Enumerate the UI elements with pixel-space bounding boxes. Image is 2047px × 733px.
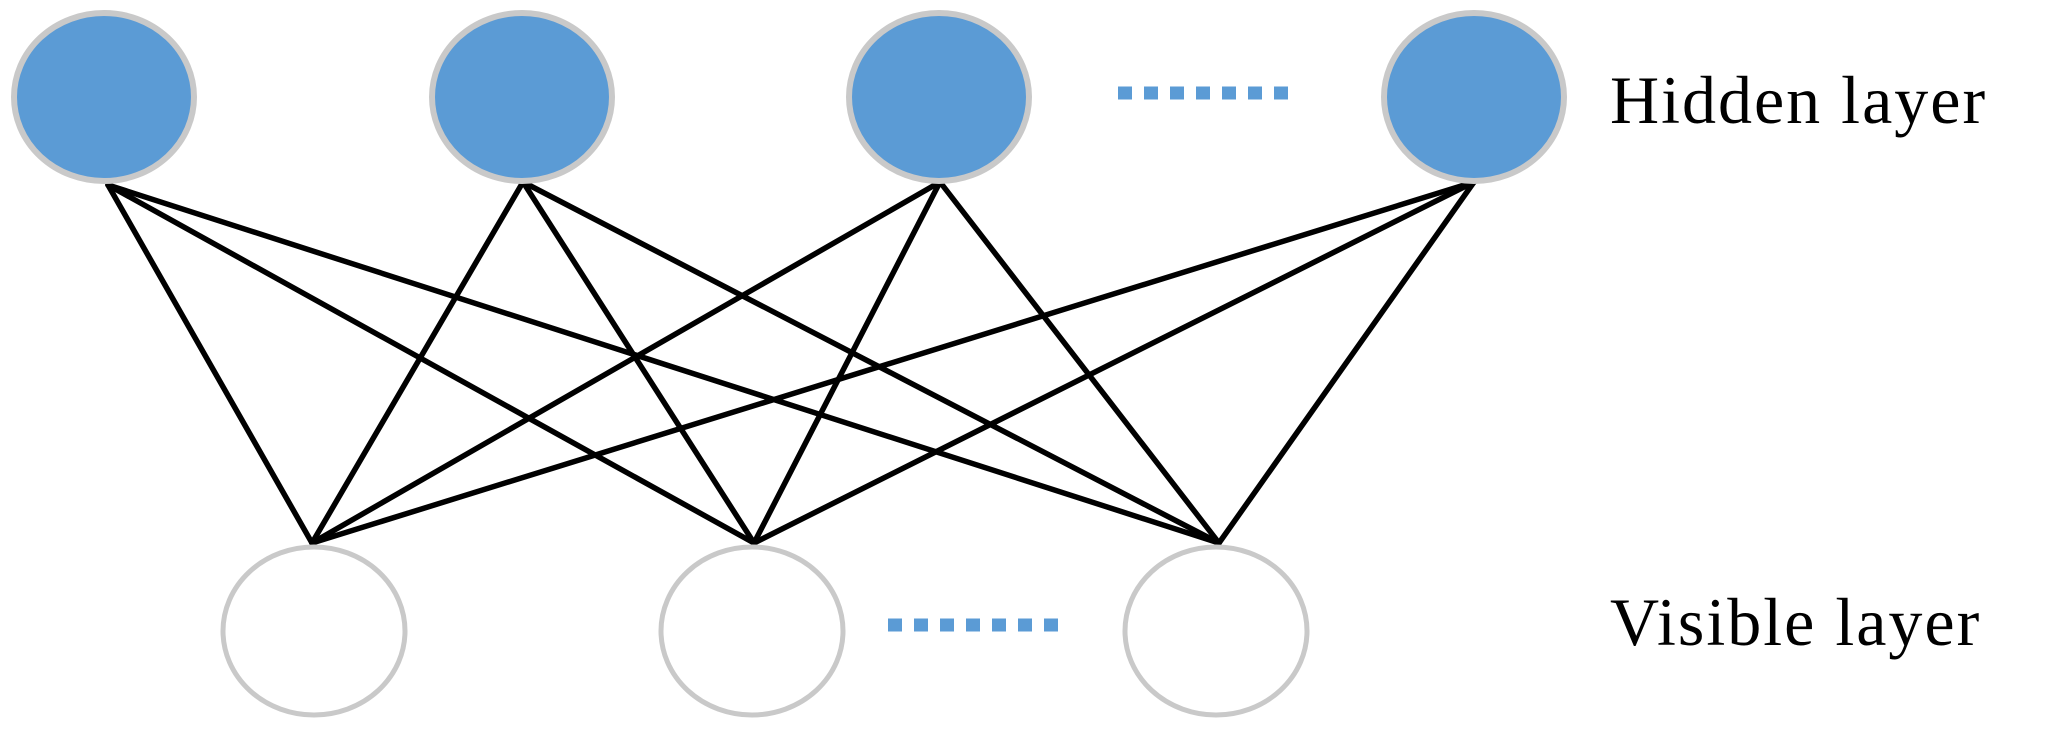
edge-h1-v3 (105, 182, 1222, 546)
edge-h3-v1 (309, 179, 943, 546)
hidden-layer-nodes (11, 10, 1567, 184)
edge-h1-v1 (105, 182, 315, 546)
visible-layer-label: Visible layer (1610, 584, 1981, 660)
edge-h3-v2 (751, 179, 943, 546)
visible-node-3 (1122, 544, 1310, 718)
hidden-node-1 (11, 10, 197, 184)
edge-h2-v3 (520, 179, 1222, 546)
hidden-layer-label: Hidden layer (1610, 62, 1987, 138)
edge-h4-v3 (1216, 179, 1477, 546)
visible-node-2 (658, 544, 846, 718)
visible-node-1 (220, 544, 408, 718)
edge-h2-v2 (520, 179, 757, 546)
hidden-node-3 (846, 10, 1032, 184)
hidden-node-2 (429, 10, 615, 184)
visible-layer-nodes (220, 544, 1310, 718)
edge-h4-v2 (751, 179, 1477, 546)
edge-h3-v3 (937, 179, 1222, 546)
edge-h1-v2 (105, 182, 757, 546)
edge-h4-v1 (309, 179, 1477, 546)
edge-h2-v1 (309, 179, 526, 546)
connections (105, 179, 1477, 546)
hidden-node-4 (1381, 10, 1567, 184)
